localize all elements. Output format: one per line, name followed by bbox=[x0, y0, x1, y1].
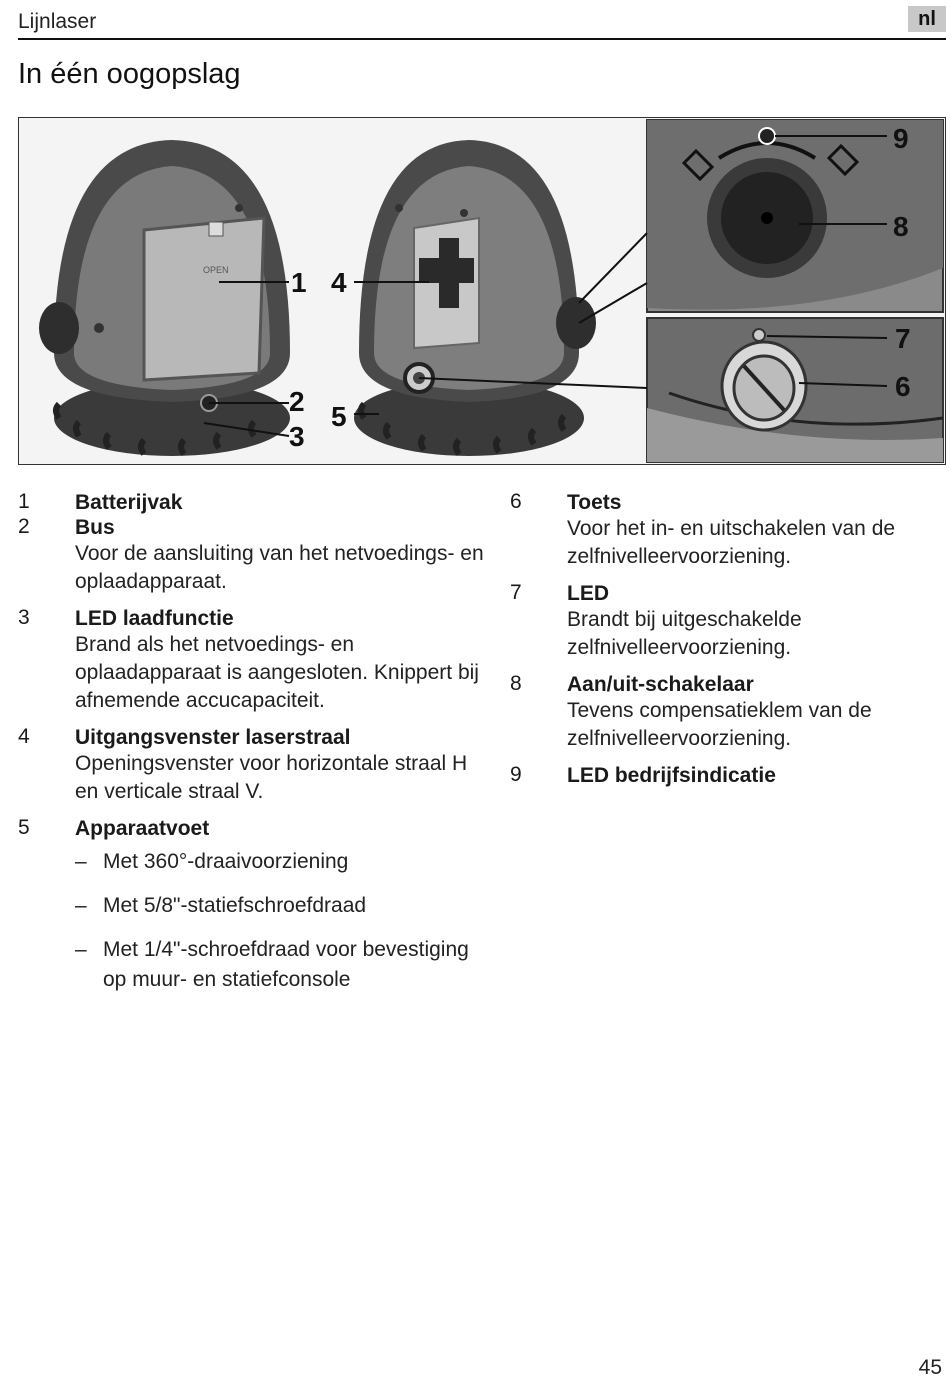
legend-number: 9 bbox=[510, 763, 522, 786]
sublist-item: –Met 1/4"-schroefdraad voor bevestiging … bbox=[75, 935, 488, 995]
legend-item-6: 6 Toets Voor het in- en uitschakelen van… bbox=[510, 490, 940, 571]
zoom-switch bbox=[646, 119, 944, 313]
open-label: OPEN bbox=[203, 265, 229, 275]
page-number: 45 bbox=[918, 1356, 942, 1379]
device-back bbox=[354, 140, 596, 456]
legend-label: LED laadfunctie bbox=[75, 607, 234, 630]
legend-number: 7 bbox=[510, 581, 522, 604]
legend-label: Batterijvak bbox=[75, 491, 183, 514]
legend-item-7: 7 LED Brandt bij uitgeschakelde zelfnive… bbox=[510, 581, 940, 662]
legend-number: 4 bbox=[18, 725, 30, 748]
product-illustration: OPEN bbox=[19, 118, 945, 464]
sublist-text: Met 5/8"-statiefschroefdraad bbox=[103, 894, 367, 917]
language-badge: nl bbox=[908, 6, 946, 32]
sublist-item: –Met 5/8"-statiefschroefdraad bbox=[75, 891, 488, 921]
sublist-text: Met 360°-draaivoorziening bbox=[103, 850, 349, 873]
legend-item-1: 1 Batterijvak bbox=[18, 490, 488, 515]
legend-description: Brand als het netvoedings- en oplaadappa… bbox=[75, 633, 479, 712]
legend-number: 8 bbox=[510, 672, 522, 695]
page-title: In één oogopslag bbox=[18, 58, 241, 90]
product-figure: OPEN bbox=[18, 117, 946, 465]
zoom-button bbox=[646, 317, 944, 463]
legend-item-2: 2 Bus Voor de aansluiting van het netvoe… bbox=[18, 515, 488, 596]
header-title: Lijnlaser bbox=[18, 10, 97, 33]
legend-description: Openingsvenster voor horizontale straal … bbox=[75, 752, 468, 803]
legend-item-9: 9 LED bedrijfsindicatie bbox=[510, 763, 940, 788]
legend-right-column: 6 Toets Voor het in- en uitschakelen van… bbox=[510, 490, 940, 798]
header-rule bbox=[18, 38, 946, 40]
legend-item-5: 5 Apparaatvoet –Met 360°-draaivoorzienin… bbox=[18, 816, 488, 995]
legend-label: Apparaatvoet bbox=[75, 817, 210, 840]
leader-lines bbox=[203, 135, 888, 437]
callout-1: 1 bbox=[291, 267, 307, 298]
legend-label: LED bbox=[567, 582, 609, 605]
dash-marker: – bbox=[75, 938, 87, 961]
callout-5: 5 bbox=[331, 401, 347, 432]
legend-number: 6 bbox=[510, 490, 522, 513]
callout-6: 6 bbox=[895, 371, 911, 402]
legend-number: 1 bbox=[18, 490, 30, 513]
legend-label: Bus bbox=[75, 516, 115, 539]
dash-marker: – bbox=[75, 850, 87, 873]
legend-label: Toets bbox=[567, 491, 622, 514]
sublist-text: Met 1/4"-schroefdraad voor bevestiging o… bbox=[103, 938, 469, 991]
callout-9: 9 bbox=[893, 123, 909, 154]
callout-3: 3 bbox=[289, 421, 305, 452]
legend-description: Brandt bij uitgeschakelde zelfnivelleerv… bbox=[567, 608, 802, 659]
callout-8: 8 bbox=[893, 211, 909, 242]
legend-left-column: 1 Batterijvak 2 Bus Voor de aansluiting … bbox=[18, 490, 488, 1009]
legend-number: 3 bbox=[18, 606, 30, 629]
legend-description: Tevens compensatieklem van de zelfnivell… bbox=[567, 699, 872, 750]
legend-item-3: 3 LED laadfunctie Brand als het netvoedi… bbox=[18, 606, 488, 715]
device-front: OPEN bbox=[39, 140, 290, 456]
legend-number: 2 bbox=[18, 515, 30, 538]
legend-label: Uitgangsvenster laserstraal bbox=[75, 726, 351, 749]
legend-number: 5 bbox=[18, 816, 30, 839]
legend-item-8: 8 Aan/uit-schakelaar Tevens compensatiek… bbox=[510, 672, 940, 753]
legend-item-4: 4 Uitgangsvenster laserstraal Openingsve… bbox=[18, 725, 488, 806]
legend-description: Voor de aansluiting van het netvoedings-… bbox=[75, 542, 484, 593]
legend-label: Aan/uit-schakelaar bbox=[567, 673, 754, 696]
callout-7: 7 bbox=[895, 323, 911, 354]
legend-description: Voor het in- en uitschakelen van de zelf… bbox=[567, 517, 896, 568]
legend-label: LED bedrijfsindicatie bbox=[567, 764, 776, 787]
legend-sublist: –Met 360°-draaivoorziening –Met 5/8"-sta… bbox=[75, 847, 488, 995]
sublist-item: –Met 360°-draaivoorziening bbox=[75, 847, 488, 877]
callout-2: 2 bbox=[289, 386, 305, 417]
dash-marker: – bbox=[75, 894, 87, 917]
callout-4: 4 bbox=[331, 267, 347, 298]
